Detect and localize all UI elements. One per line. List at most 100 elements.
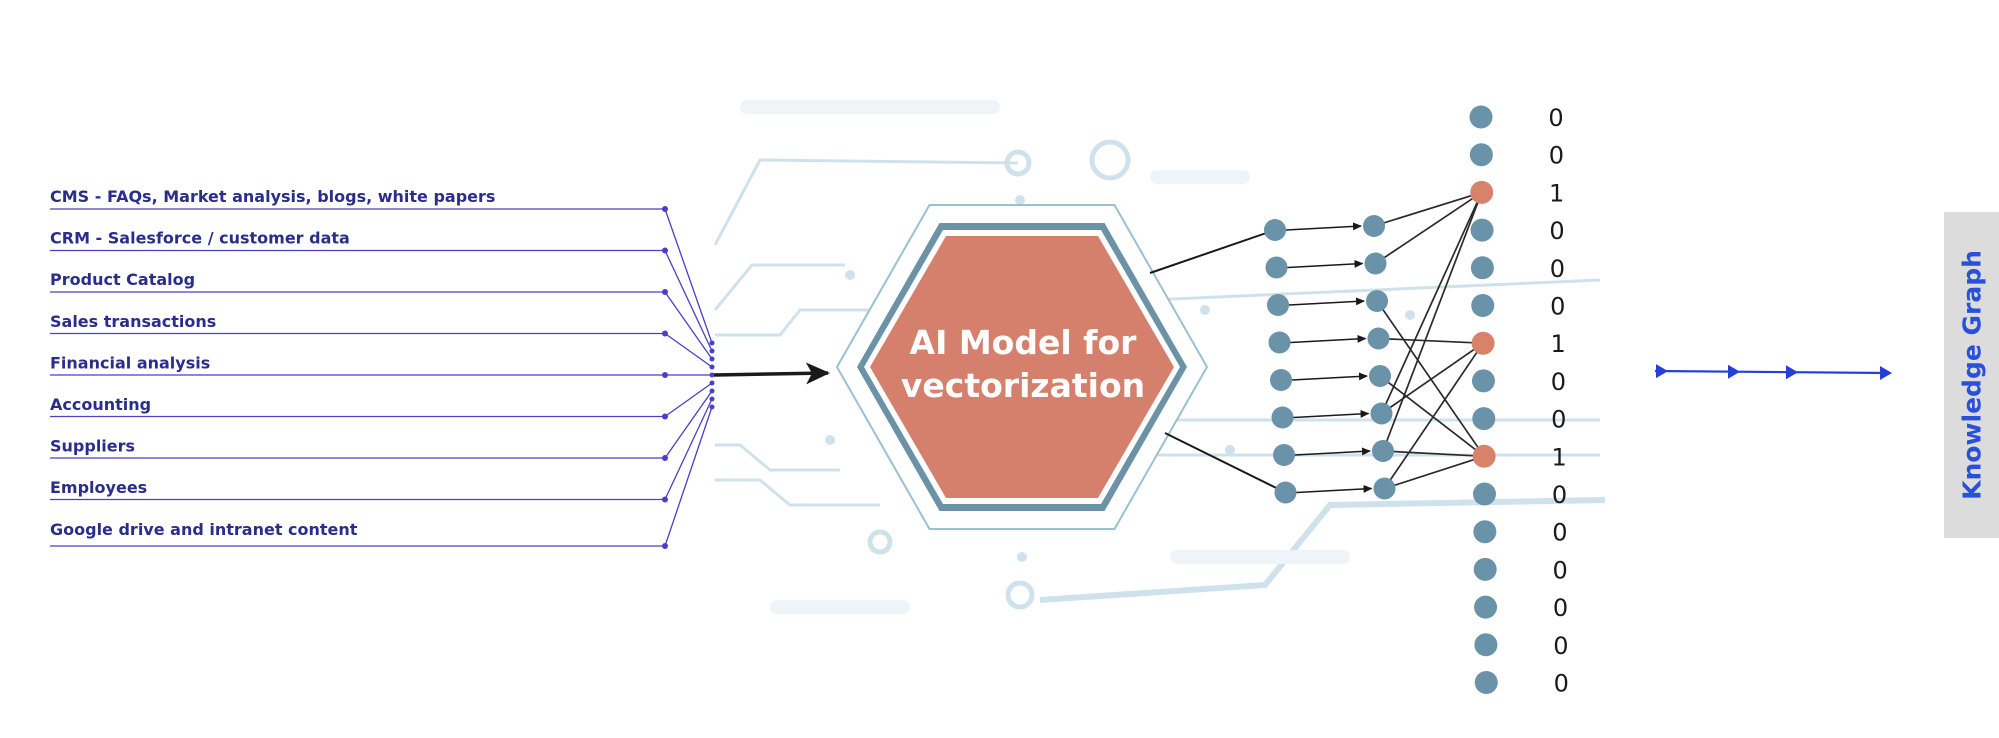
vector-bit: 1 [1549,179,1564,207]
vector-bit: 0 [1549,217,1564,245]
circuit-pad [1005,580,1035,610]
converge-line [664,208,713,344]
converge-point [709,388,715,394]
circuit-trace [715,308,870,337]
circuit-pad [1004,149,1032,177]
layer-arrow [1291,372,1368,381]
circuit-trace [713,158,1019,246]
kg-arrow-head [1656,364,1668,379]
vector-bit: 0 [1549,142,1564,170]
circuit-bar [1150,170,1250,184]
source-label: Accounting [50,395,151,414]
connection-line [1379,375,1485,457]
vector-node-active [1471,331,1495,355]
hidden-node [1372,440,1394,462]
circuit-pad [867,529,893,555]
vector-bit: 0 [1552,481,1567,509]
converge-line [664,291,713,360]
hidden-node [1274,481,1297,504]
fan-line [1149,229,1276,274]
vector-bit: 0 [1553,632,1568,660]
vector-bit: 0 [1553,594,1568,622]
circuit-background [713,100,1606,614]
converge-line [664,398,713,500]
hidden-node [1271,406,1294,429]
converge-point [709,340,715,346]
kg-arrow-head [1880,366,1892,381]
circuit-bar [1170,550,1350,564]
circuit-dot [1200,305,1210,315]
connection-line [1380,192,1483,414]
circuit-bar [770,600,910,614]
connection-line [1378,337,1484,345]
vector-node [1471,294,1495,317]
kg-arrow-head [1728,364,1740,379]
data-sources: CMS - FAQs, Market analysis, blogs, whit… [50,187,830,549]
circuit-bar [740,100,1000,114]
vector-bit: 0 [1551,368,1566,396]
vector-node [1472,407,1496,431]
model-title-line2: vectorization [901,366,1145,405]
circuit-dot [1405,310,1415,320]
vector-node [1471,369,1495,393]
hidden-node [1364,252,1387,275]
source-label: Product Catalog [50,270,195,289]
layer-arrow [1290,334,1367,344]
converge-line [664,406,713,547]
vector-bit: 0 [1548,104,1563,132]
hidden-node [1367,327,1390,350]
converge-line [664,382,713,418]
circuit-dot [825,435,835,445]
layer-arrow [1293,409,1370,419]
converge-line [664,250,713,352]
vector-bit: 1 [1550,330,1565,358]
kg-arrow-head [1786,365,1798,380]
connection-line [1383,342,1484,489]
converge-point [709,404,715,410]
hidden-node [1265,256,1288,279]
fan-line [1164,432,1286,494]
hidden-node [1370,402,1393,425]
source-label: Suppliers [50,437,135,456]
converge-point [709,372,715,378]
connection-line [1373,191,1482,227]
hexagon-core [870,236,1174,498]
converge-point [709,396,715,402]
hidden-node [1373,477,1396,500]
hidden-node [1369,365,1391,387]
input-arrow [713,362,830,385]
source-label: CRM - Salesforce / customer data [50,229,350,248]
layer-arrow [1296,484,1373,494]
vector-node [1473,557,1497,581]
connection-line [1381,342,1484,415]
connection-line [1382,450,1485,458]
kg-arrow-line [1654,369,1889,375]
hidden-node [1363,215,1385,237]
source-label: CMS - FAQs, Market analysis, blogs, whit… [50,187,495,206]
hidden-node [1267,294,1289,316]
knowledge-graph-label: Knowledge Graph [1957,250,1986,500]
layer-arrow [1285,222,1362,231]
layer-arrow [1287,259,1364,269]
vector-bit: 0 [1551,406,1566,434]
converge-point [709,364,715,370]
source-label: Sales transactions [50,312,216,331]
vector-bit: 1 [1552,443,1567,471]
vector-bit: 0 [1550,293,1565,321]
vector-node [1470,256,1494,280]
circuit-trace [715,443,840,472]
vector-node-active [1472,444,1496,468]
circuit-trace [715,478,880,507]
circuit-dot [1015,195,1025,205]
vector-node [1473,520,1497,544]
vector-bit: 0 [1553,556,1568,584]
converge-line [664,332,713,368]
circuit-pad [1089,139,1131,181]
hidden-node [1366,290,1388,312]
circuit-trace [713,263,845,311]
connection-line [1382,192,1483,452]
hidden-node [1273,444,1295,466]
